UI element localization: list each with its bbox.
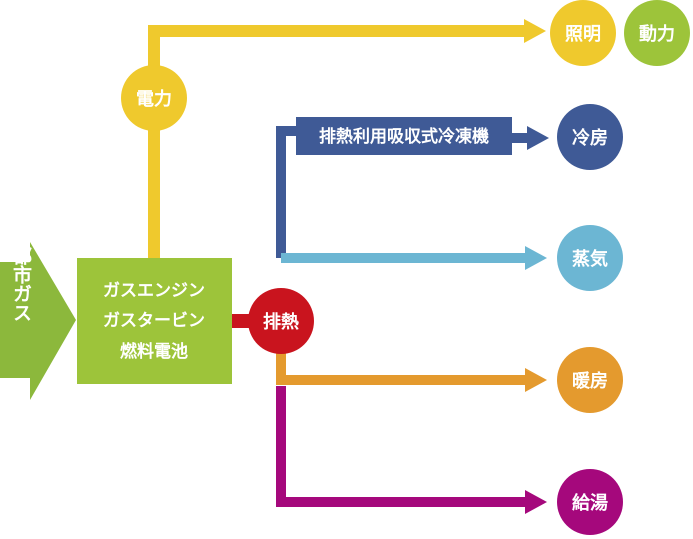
electricity-line: [148, 25, 528, 260]
lighting-circle: [550, 0, 616, 66]
power-circle: [624, 0, 690, 66]
hotwater-line: [276, 386, 528, 507]
chiller-box: [296, 117, 512, 155]
output-steam: 蒸気: [557, 225, 623, 291]
city-gas-arrow: [0, 242, 76, 400]
cooling-label: 冷房: [572, 127, 608, 149]
cooling-arrowhead: [527, 126, 549, 150]
output-heating: 暖房: [557, 347, 623, 413]
heating-label: 暖房: [572, 370, 608, 392]
generator-line-3: 燃料電池: [120, 341, 188, 362]
electricity-node-label: 電力: [136, 89, 172, 110]
waste-heat-node-label: 排熱: [263, 311, 299, 333]
power-label: 動力: [639, 23, 675, 45]
output-power: 動力: [624, 0, 690, 66]
chiller-label: 排熱利用吸収式冷凍機: [319, 126, 489, 147]
output-hotwater: 給湯: [557, 469, 623, 535]
electricity-node-circle: [121, 65, 187, 131]
hotwater-arrowhead: [525, 490, 547, 514]
waste-heat-node: 排熱: [248, 288, 314, 354]
heating-line: [276, 320, 528, 385]
generator-line-1: ガスエンジン: [103, 281, 205, 301]
lighting-label: 照明: [565, 24, 601, 45]
heating-circle: [557, 347, 623, 413]
heat-branch-cooling: 排熱利用吸収式冷凍機: [276, 117, 549, 258]
generator-rect: [77, 258, 232, 384]
electricity-node: 電力: [121, 65, 187, 131]
electricity-arrowhead: [524, 19, 546, 43]
cooling-branch-line: [276, 126, 298, 258]
city-gas-label: 都市ガス: [10, 246, 33, 322]
steam-circle: [557, 225, 623, 291]
cooling-circle: [557, 104, 623, 170]
hotwater-circle: [557, 469, 623, 535]
output-lighting: 照明: [550, 0, 616, 66]
generator-box: ガスエンジン ガスタービン 燃料電池: [77, 258, 232, 384]
heating-arrowhead: [525, 368, 547, 392]
waste-heat-node-circle: [248, 288, 314, 354]
heat-branch-heating: [276, 320, 547, 392]
city-gas-source: 都市ガス: [0, 242, 76, 400]
steam-arrowhead: [525, 246, 547, 270]
hotwater-label: 給湯: [572, 492, 608, 514]
electricity-flow: [148, 19, 546, 260]
heat-branch-hotwater: [276, 386, 547, 514]
generator-line-2: ガスタービン: [103, 311, 205, 331]
steam-label: 蒸気: [572, 248, 608, 270]
heat-branch-steam: [281, 246, 547, 270]
output-cooling: 冷房: [557, 104, 623, 170]
